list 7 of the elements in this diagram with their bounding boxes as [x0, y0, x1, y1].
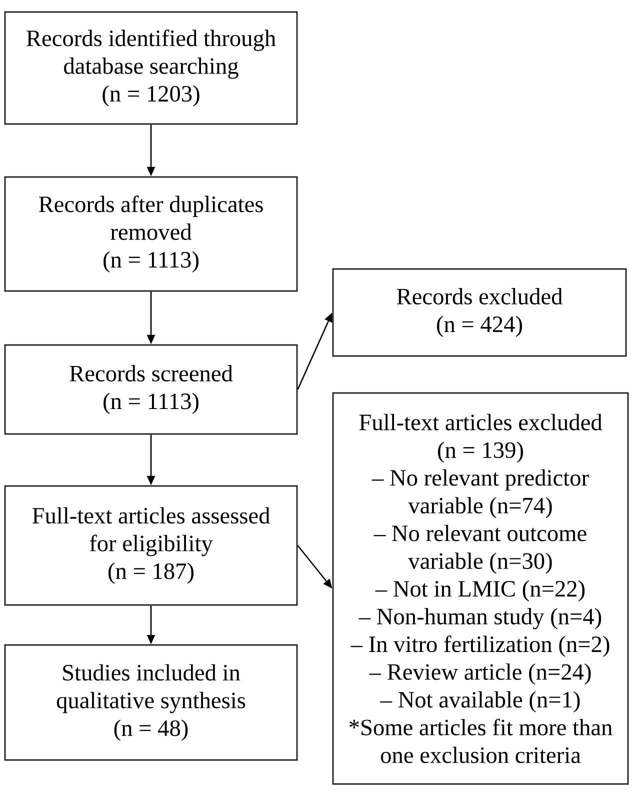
process-box: Records screened (n = 1113)	[4, 344, 298, 435]
process-box: Records after duplicates removed (n = 1113)	[4, 176, 298, 292]
process-box: Records excluded (n = 424)	[332, 268, 627, 357]
process-box: Studies included in qualitative synthesis (n = 48)	[4, 644, 298, 761]
process-box: Records identified through database searching (n = 1203)	[4, 11, 298, 125]
process-box: Full-text articles assessed for eligibility (n = 187)	[4, 485, 298, 606]
process-box: Full-text articles excluded (n = 139) – No relevant predictor variable (n=74) – No relevant outcome variable (n=30) – Not in LMIC (n=22) – Non-human study (n=4) – In vitro fertilization (n=2) – Review article (n=24) – Not available (n=1) *Some articles fit more than one exclusion criteria	[332, 392, 629, 785]
